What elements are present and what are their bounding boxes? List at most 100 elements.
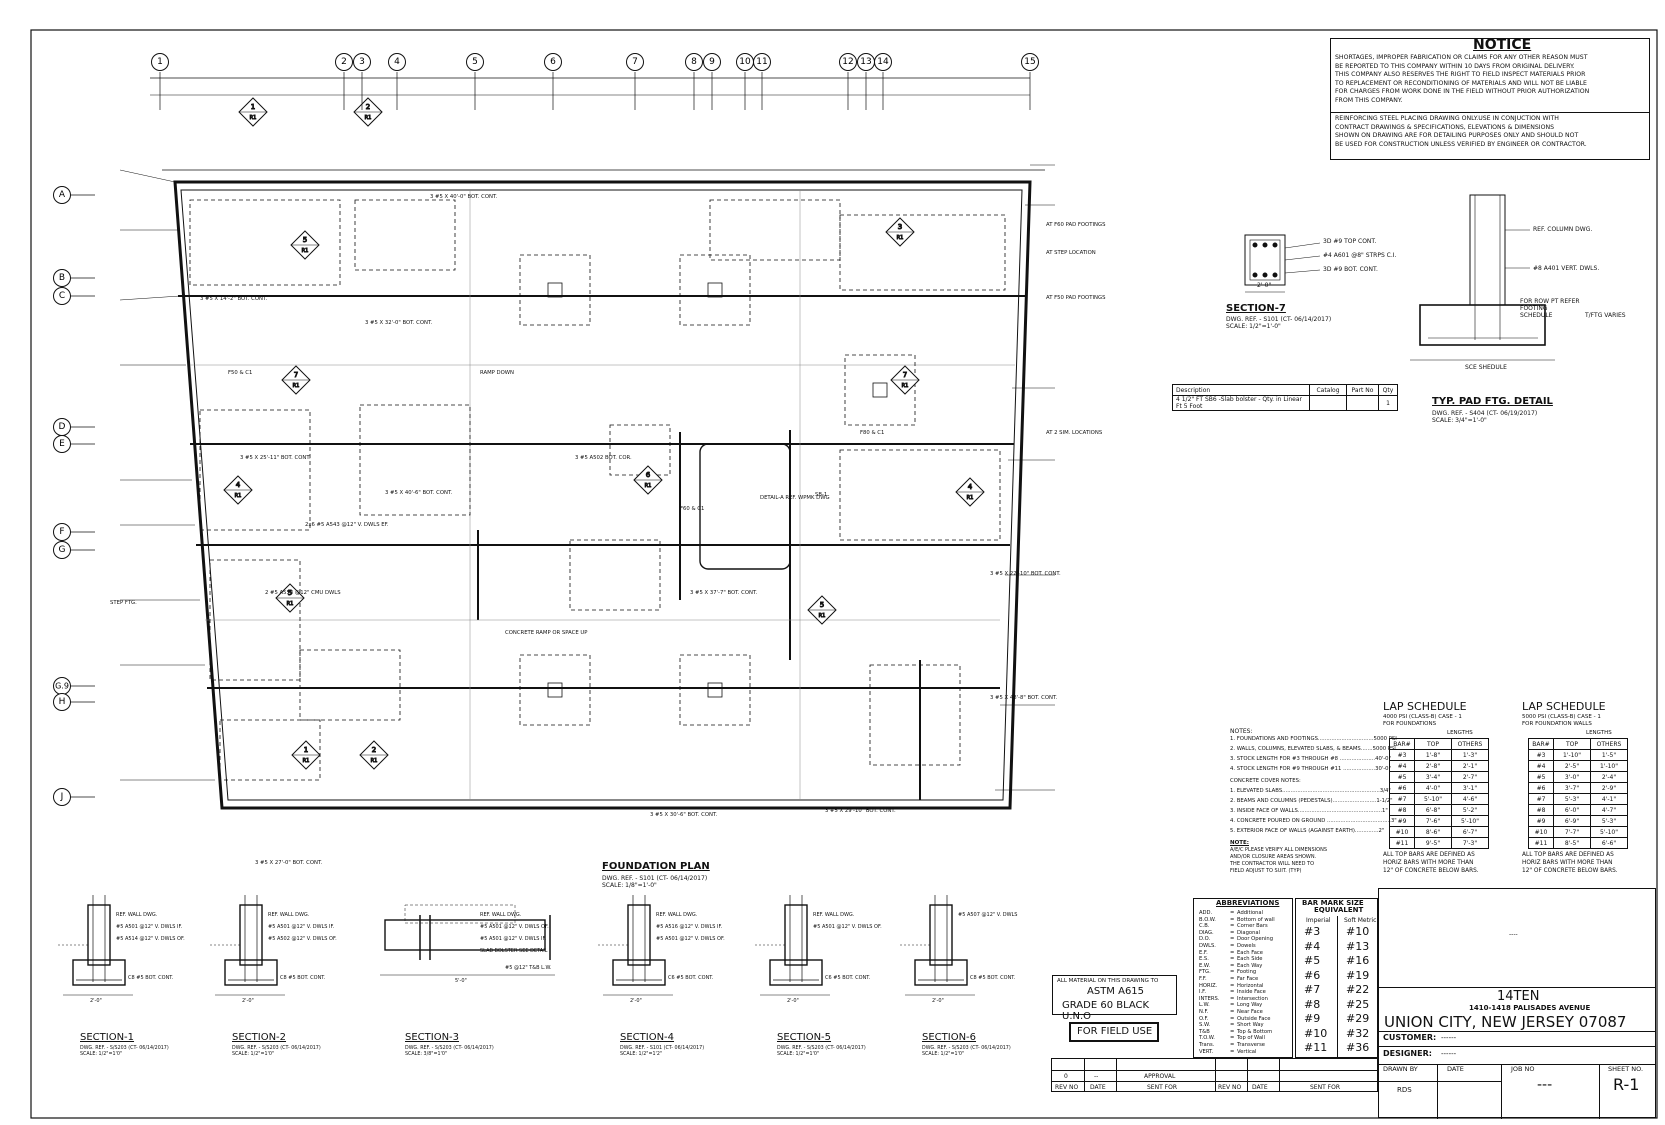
notice-line: THIS COMPANY ALSO RESERVES THE RIGHT TO … xyxy=(1335,71,1586,79)
svg-text:R1: R1 xyxy=(897,235,904,241)
column-markers xyxy=(547,282,888,698)
section-dim: 2'-0" xyxy=(787,998,799,1004)
padftg-scale: SCALE: 3/4"=1'-0" xyxy=(1432,417,1487,424)
svg-text:1: 1 xyxy=(304,746,308,754)
section-dim: 2'-0" xyxy=(630,998,642,1004)
svg-text:5: 5 xyxy=(820,601,824,609)
cover-note: 2. BEAMS AND COLUMNS (PEDESTALS)........… xyxy=(1230,798,1393,804)
abbr-value: = xyxy=(1230,956,1235,963)
grid-row-E: E xyxy=(53,435,95,453)
lap-cell: 6'-8" xyxy=(1414,804,1452,816)
section-note: #5 A516 @12" V. DWLS IF. xyxy=(656,924,723,930)
section-ref: DWG. REF. - S/S203 (CT- 06/14/2017) xyxy=(80,1046,169,1051)
grid-column-7: 7 xyxy=(626,53,644,110)
lap-header: BAR# xyxy=(1389,738,1415,750)
section-title: SECTION-2 xyxy=(232,1032,287,1043)
lap-cell: 1'-10" xyxy=(1553,749,1591,761)
lap-cell: #9 xyxy=(1528,815,1554,827)
svg-text:7: 7 xyxy=(294,371,298,379)
lap-cell: 3'-4" xyxy=(1414,771,1452,783)
bar-metric: #10 xyxy=(1346,925,1370,938)
rev-header-2: DATE xyxy=(1090,1084,1106,1091)
section-marker-1: 1R1 xyxy=(238,97,268,127)
svg-text:R1: R1 xyxy=(902,383,909,389)
plan-label: 3 #5 X 37'-7" BOT. CONT. xyxy=(690,590,758,596)
svg-text:C: C xyxy=(59,291,65,301)
lap-cell: #4 xyxy=(1389,760,1415,772)
lap-cell: 2'-1" xyxy=(1451,760,1489,772)
designer-value: ------ xyxy=(1441,1050,1457,1058)
bar-metric: #22 xyxy=(1346,983,1370,996)
abbr-value: = xyxy=(1230,989,1235,996)
abbr-value: = xyxy=(1230,943,1235,949)
revision-block: 0 -- APPROVAL REV NO DATE SENT FOR REV N… xyxy=(1051,1058,1378,1092)
svg-text:13: 13 xyxy=(860,57,871,67)
abbr-value: = xyxy=(1230,910,1235,916)
building-outline xyxy=(162,169,1045,810)
svg-text:R1: R1 xyxy=(287,601,294,607)
grid-column-6: 6 xyxy=(544,53,562,110)
plan-label: F50 & C1 xyxy=(228,370,253,376)
lap-sub2: FOR FOUNDATIONS xyxy=(1383,721,1437,727)
plan-label: 2 #5 A553 @12" CMU DWLS xyxy=(265,590,341,596)
section-dim: 5'-0" xyxy=(455,978,467,984)
section-scale: SCALE: 1/2"=1'0" xyxy=(922,1052,965,1057)
revision-sent: APPROVAL xyxy=(1144,1073,1176,1080)
lap-cell: #7 xyxy=(1389,793,1415,805)
abbr-value: Bottom of wall xyxy=(1237,916,1275,923)
section-bot: #5 @12" T&B L.W. xyxy=(505,965,552,971)
abbr-value: Top of Wall xyxy=(1237,1035,1265,1042)
catalog-desc: 4 1/2" FT SB6 -Slab bolster - Qty. in Li… xyxy=(1172,395,1310,411)
abbr-key: FTG. xyxy=(1199,969,1211,976)
bar-marks-title: BAR MARK SIZE xyxy=(1302,899,1364,907)
svg-text:G: G xyxy=(59,545,66,555)
material-box: ALL MATERIAL ON THIS DRAWING TO ASTM A61… xyxy=(1052,975,1177,1022)
bar-metric: #29 xyxy=(1346,1012,1370,1025)
section-marker-7: 7R1 xyxy=(281,365,311,395)
abbr-value: = xyxy=(1230,923,1235,930)
abbr-value: = xyxy=(1230,1009,1235,1015)
plan-label: AT F60 PAD FOOTINGS xyxy=(1046,222,1106,228)
abbreviations-title: ABBREVIATIONS xyxy=(1216,899,1280,907)
lap-footer: 12" OF CONCRETE BELOW BARS. xyxy=(1522,868,1618,874)
section-4-drawing xyxy=(598,895,673,996)
section-scale: SCALE: 1/2"=1'0" xyxy=(777,1052,820,1057)
lap-cell: 2'-4" xyxy=(1590,771,1628,783)
abbr-key: E.F. xyxy=(1199,949,1208,956)
lap-cell: 5'-10" xyxy=(1590,826,1628,838)
svg-text:5: 5 xyxy=(472,57,478,67)
section-scale: SCALE: 1/2"=1'2" xyxy=(620,1052,663,1057)
section7-note-1: 3D #9 TOP CONT. xyxy=(1323,238,1377,245)
abbr-value: Vertical xyxy=(1237,1048,1257,1055)
section-note: REF. WALL DWG. xyxy=(480,912,522,918)
grid-row-D: D xyxy=(53,418,95,436)
svg-text:R1: R1 xyxy=(645,483,652,489)
rev-header-6: SENT FOR xyxy=(1310,1084,1341,1091)
grid-column-13: 13 xyxy=(857,53,875,110)
note-line: THE CONTRACTOR WILL NEED TO xyxy=(1230,861,1314,867)
lap-cell: 5'-2" xyxy=(1451,804,1489,816)
foundation-plan-title: FOUNDATION PLAN xyxy=(602,861,710,872)
abbr-key: B.O.W. xyxy=(1199,916,1216,923)
abbr-value: Long Way xyxy=(1237,1002,1263,1009)
cover-note: 1. ELEVATED SLABS.......................… xyxy=(1230,788,1391,794)
section-ref: DWG. REF. - S/S203 (CT- 06/14/2017) xyxy=(232,1046,321,1051)
abbr-value: Transverse xyxy=(1237,1042,1265,1048)
catalog-header-qty: Qty xyxy=(1378,384,1398,396)
plan-label: 3 #5 X 30'-6" BOT. CONT. xyxy=(650,812,718,818)
bar-imperial: #8 xyxy=(1304,997,1321,1011)
section-ref: DWG. REF. - S/S203 (CT- 06/14/2017) xyxy=(922,1046,1011,1051)
material-line2: ASTM A615 xyxy=(1087,986,1145,997)
grid-column-10: 10 xyxy=(736,53,754,110)
section-title: SECTION-6 xyxy=(922,1032,977,1043)
lap-cell: #5 xyxy=(1528,771,1554,783)
lap-cell: #8 xyxy=(1389,804,1415,816)
